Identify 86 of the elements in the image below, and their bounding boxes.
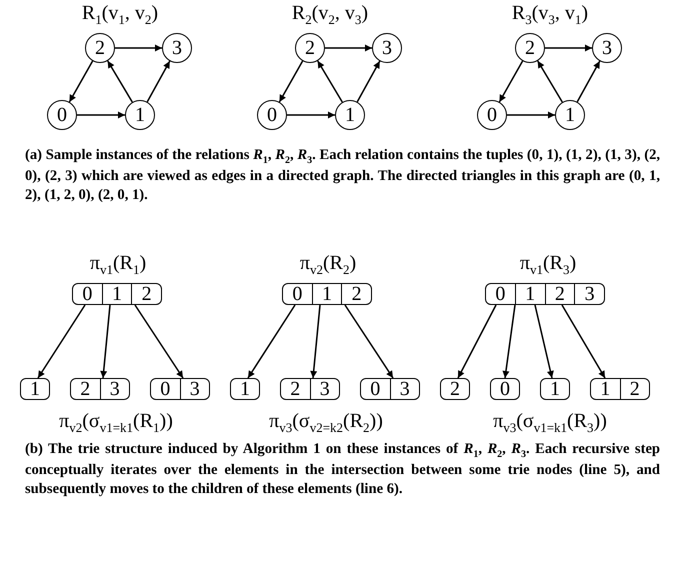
- trie-value: 0: [291, 284, 304, 304]
- trie-value: 2: [289, 379, 302, 399]
- trie-value: 1: [514, 284, 544, 304]
- arrow: [37, 304, 86, 378]
- arrow: [287, 112, 335, 118]
- trie-node: [20, 378, 50, 400]
- trie-node: [230, 378, 260, 400]
- arrow: [498, 60, 524, 102]
- trie-value: 2: [131, 284, 162, 304]
- trie-node: [485, 283, 605, 305]
- trie-value: 1: [312, 284, 342, 304]
- math-label: π$_{v2}$(R$_{2}$): [300, 252, 356, 278]
- trie-node: [150, 378, 210, 400]
- trie-value: 0: [159, 379, 172, 399]
- trie-node: [282, 283, 372, 305]
- trie-value: 0: [81, 284, 94, 304]
- trie-value: 3: [574, 284, 604, 304]
- trie-value: 0: [369, 379, 382, 399]
- graph-vertex: 2: [295, 33, 325, 63]
- math-label: π$_{v1}$(R$_{1}$): [90, 252, 146, 278]
- arrow: [534, 304, 554, 378]
- trie-value: 0: [494, 284, 506, 304]
- arrow: [107, 60, 133, 102]
- graph-vertex: 3: [372, 33, 402, 63]
- arrow: [537, 60, 563, 102]
- caption-text: (b) The trie structure induced by Algorithm 1 on these instances of R$_{1}$, R$_{2}$, R$_{3}$. Each recursive step conceptually iterates over the elements in the intersection between some trie nodes (line 5), and subsequently moves to the children of these elements (line 6).: [25, 440, 660, 499]
- trie-value: 1: [102, 284, 132, 304]
- trie-value: 1: [549, 379, 561, 399]
- trie-node: [360, 378, 420, 400]
- math-label: π$_{v3}$(σ$_{v2=k2}$(R$_{2}$)): [269, 410, 383, 436]
- trie-node: [72, 283, 162, 305]
- arrow: [325, 44, 372, 52]
- arrow: [247, 304, 296, 378]
- arrow: [115, 44, 162, 52]
- graph-vertex: 1: [125, 100, 155, 130]
- trie-node: [280, 378, 340, 400]
- math-label: π$_{v2}$(σ$_{v1=k1}$(R$_{1}$)): [59, 410, 173, 436]
- trie-value: 3: [100, 379, 129, 399]
- trie-value: 3: [180, 379, 209, 399]
- arrow: [356, 60, 380, 102]
- trie-node: [540, 378, 570, 400]
- arrow: [507, 112, 555, 118]
- trie-value: 1: [599, 379, 612, 399]
- graph-vertex: 0: [47, 100, 77, 130]
- math-label: π$_{v3}$(σ$_{v1=k1}$(R$_{3}$)): [493, 410, 607, 436]
- arrow: [134, 304, 184, 378]
- graph-vertex: 1: [335, 100, 365, 130]
- arrow: [310, 304, 321, 378]
- trie-node: [590, 378, 650, 400]
- math-label: R$_{1}$(v$_{1}$, v$_{2}$): [82, 2, 158, 28]
- caption-text: (a) Sample instances of the relations R$_{1}$, R$_{2}$, R$_{3}$. Each relation contains the tuples (0, 1), (1, 2), (1, 3), (2, 0), (2, 3) which are viewed as edges in a directed graph. The directed triangles in this graph are (0, 1, 2), (1, 2, 0), (2, 0, 1).: [25, 146, 660, 205]
- graph-vertex: 2: [515, 33, 545, 63]
- arrow: [317, 60, 343, 102]
- math-label: R$_{3}$(v$_{3}$, v$_{1}$): [512, 2, 588, 28]
- arrow: [457, 304, 497, 378]
- trie-node: [490, 378, 520, 400]
- graph-vertex: 3: [162, 33, 192, 63]
- arrow: [344, 304, 394, 378]
- trie-value: 2: [341, 284, 372, 304]
- graph-vertex: 0: [257, 100, 287, 130]
- arrow: [502, 304, 516, 378]
- math-label: R$_{2}$(v$_{2}$, v$_{3}$): [292, 2, 368, 28]
- trie-value: 2: [620, 379, 649, 399]
- graph-vertex: 3: [592, 33, 622, 63]
- trie-value: 3: [310, 379, 339, 399]
- trie-value: 2: [79, 379, 92, 399]
- trie-value: 1: [239, 379, 251, 399]
- trie-value: 1: [29, 379, 41, 399]
- trie-value: 0: [499, 379, 511, 399]
- trie-value: 2: [544, 284, 574, 304]
- graph-vertex: 2: [85, 33, 115, 63]
- arrow: [100, 304, 111, 378]
- arrow: [77, 112, 125, 118]
- arrow: [278, 60, 304, 102]
- trie-node: [70, 378, 130, 400]
- trie-value: 3: [390, 379, 419, 399]
- graph-vertex: 0: [477, 100, 507, 130]
- trie-value: 2: [449, 379, 461, 399]
- graph-vertex: 1: [555, 100, 585, 130]
- arrow: [576, 60, 600, 102]
- math-label: π$_{v1}$(R$_{3}$): [520, 252, 576, 278]
- arrow: [146, 60, 170, 102]
- trie-node: [440, 378, 470, 400]
- arrow: [561, 304, 606, 378]
- arrow: [545, 44, 592, 52]
- arrow: [68, 60, 94, 102]
